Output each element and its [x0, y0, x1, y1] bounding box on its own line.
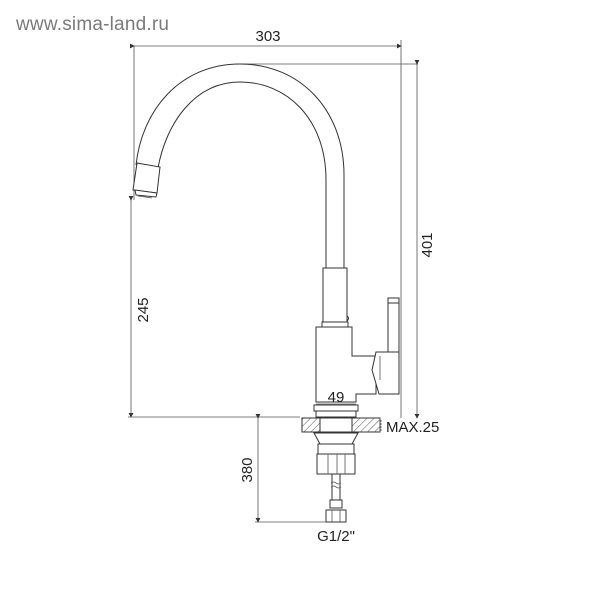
- dim-label-245: 245: [135, 297, 152, 322]
- dimension-49: 49: [316, 389, 356, 406]
- faucet-column: [321, 267, 349, 328]
- dim-label-380: 380: [239, 457, 256, 482]
- base-ring: [315, 410, 357, 418]
- dim-label-303: 303: [255, 28, 280, 45]
- base-flange: [313, 404, 359, 412]
- dimension-303: 303: [130, 28, 402, 418]
- site-watermark: www.sima-land.ru: [16, 14, 170, 35]
- dim-label-401: 401: [419, 232, 436, 257]
- dimension-401: 401: [235, 60, 436, 419]
- dimension-380: 380: [239, 414, 326, 523]
- dim-label-thread: G1/2": [317, 528, 355, 545]
- dimension-max25: MAX.25: [380, 419, 439, 436]
- countertop-section: [301, 417, 381, 433]
- faucet-spout: [132, 63, 345, 268]
- under-counter-fitting: [313, 432, 359, 523]
- faucet-body: [315, 297, 400, 403]
- dim-label-max25: MAX.25: [386, 419, 439, 436]
- dimension-245: 245: [128, 196, 300, 418]
- dim-label-49: 49: [328, 389, 345, 406]
